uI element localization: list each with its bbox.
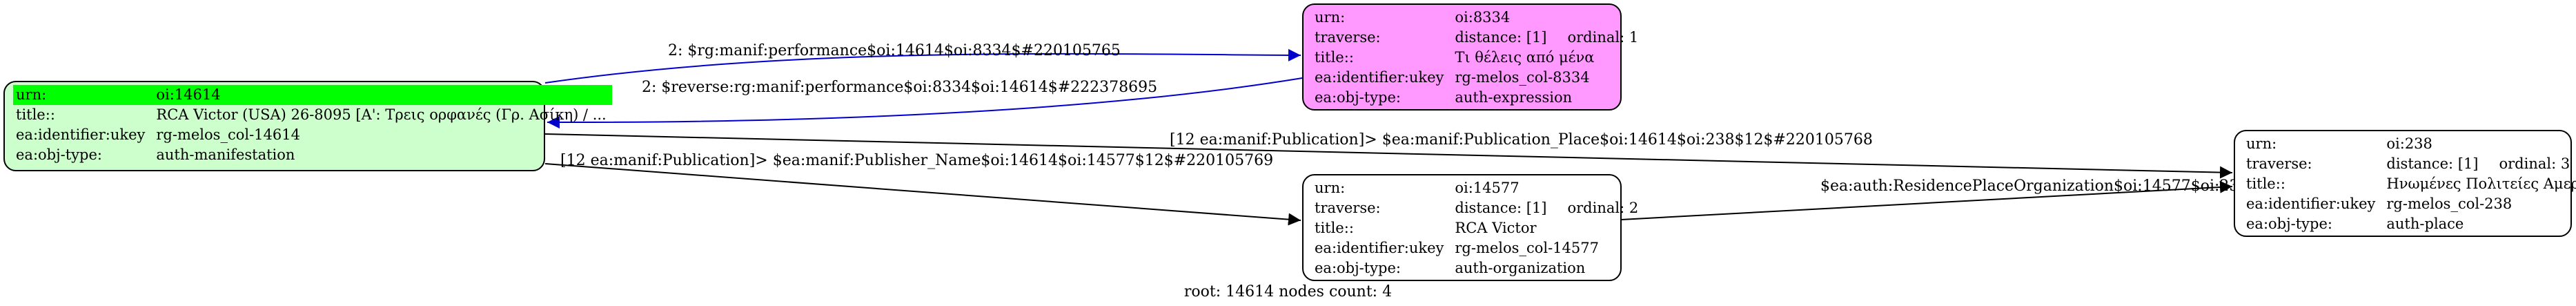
edge-residence bbox=[1620, 180, 2233, 220]
node-manif-type-row: ea:obj-type: auth-manifestation bbox=[13, 145, 612, 165]
field-value-urn: oi:14614 bbox=[150, 85, 612, 105]
field-key: ea:obj-type: bbox=[2246, 216, 2332, 232]
field-key: ea:obj-type: bbox=[1315, 260, 1401, 276]
node-org-type-row: ea:obj-type: auth-organization bbox=[1312, 258, 1644, 278]
node-org-traverse-row: traverse: distance: [1] ordinal: 2 bbox=[1312, 198, 1644, 218]
edge-label-publication-place: [12 ea:manif:Publication]> $ea:manif:Pub… bbox=[1170, 131, 1873, 149]
field-key: traverse: bbox=[2246, 155, 2312, 172]
node-manif-ukey-row: ea:identifier:ukey rg-melos_col-14614 bbox=[13, 125, 612, 145]
field-value-type: auth-organization bbox=[1455, 260, 1586, 276]
node-expr-type-row: ea:obj-type: auth-expression bbox=[1312, 88, 1644, 108]
edge-performance bbox=[544, 48, 1301, 84]
field-value-title: RCA Victor (USA) 26-8095 [A': Τρεις ορφα… bbox=[156, 106, 607, 123]
field-key: urn: bbox=[13, 85, 151, 105]
node-place-type-row: ea:obj-type: auth-place bbox=[2243, 214, 2576, 234]
edge-reverse bbox=[547, 77, 1303, 129]
node-organization[interactable]: urn: oi:14577 traverse: distance: [1] ord… bbox=[1302, 174, 1638, 281]
edge-publisher bbox=[544, 163, 1301, 226]
node-org-title-row: title:: RCA Victor bbox=[1312, 218, 1644, 238]
field-key: title:: bbox=[2246, 175, 2285, 192]
field-value-ukey: rg-melos_col-14614 bbox=[156, 126, 300, 143]
traverse-ordinal: ordinal: 2 bbox=[1567, 200, 1639, 216]
field-key: ea:obj-type: bbox=[16, 146, 102, 163]
field-key: urn: bbox=[1315, 9, 1346, 26]
field-key: title:: bbox=[1315, 220, 1354, 236]
field-value-title: Ηνωμένες Πολιτείες Αμερικής bbox=[2386, 175, 2576, 192]
node-manif-urn-row: urn: oi:14614 bbox=[13, 85, 612, 105]
node-place-urn-row: urn: oi:238 bbox=[2243, 134, 2576, 154]
traverse-distance: distance: [1] bbox=[2386, 155, 2479, 172]
field-key: title:: bbox=[16, 106, 55, 123]
field-key: urn: bbox=[1315, 180, 1346, 196]
node-place-title-row: title:: Ηνωμένες Πολιτείες Αμερικής bbox=[2243, 174, 2576, 194]
field-value-title: Τι θέλεις από μένα bbox=[1455, 49, 1595, 66]
field-value-title: RCA Victor bbox=[1455, 220, 1537, 236]
traverse-ordinal: ordinal: 3 bbox=[2499, 155, 2570, 172]
field-value-urn: oi:14577 bbox=[1455, 180, 1520, 196]
node-place[interactable]: urn: oi:238 traverse: distance: [1] ordin… bbox=[2234, 130, 2576, 237]
field-value-type: auth-place bbox=[2386, 216, 2464, 232]
graph-footer: root: 14614 nodes count: 4 bbox=[1183, 283, 1393, 300]
traverse-distance: distance: [1] bbox=[1455, 29, 1547, 46]
node-expr-title-row: title:: Τι θέλεις από μένα bbox=[1312, 48, 1644, 68]
field-key: ea:identifier:ukey bbox=[16, 126, 146, 143]
node-manifestation[interactable]: urn: oi:14614 title:: RCA Victor (USA) 2… bbox=[3, 81, 612, 171]
traverse-distance: distance: [1] bbox=[1455, 200, 1547, 216]
node-place-traverse-row: traverse: distance: [1] ordinal: 3 bbox=[2243, 154, 2576, 174]
node-manif-title-row: title:: RCA Victor (USA) 26-8095 [A': Τρ… bbox=[13, 105, 612, 125]
edge-label-publisher: [12 ea:manif:Publication]> $ea:manif:Pub… bbox=[560, 152, 1273, 169]
field-key: ea:identifier:ukey bbox=[1315, 69, 1444, 86]
field-key: title:: bbox=[1315, 49, 1354, 66]
edge-label-reverse: 2: $reverse:rg:manif:performance$oi:8334… bbox=[642, 79, 1157, 96]
node-org-ukey-row: ea:identifier:ukey rg-melos_col-14577 bbox=[1312, 238, 1644, 258]
node-place-ukey-row: ea:identifier:ukey rg-melos_col-238 bbox=[2243, 194, 2576, 214]
node-expr-ukey-row: ea:identifier:ukey rg-melos_col-8334 bbox=[1312, 68, 1644, 88]
node-expression[interactable]: urn: oi:8334 traverse: distance: [1] ordi… bbox=[1302, 3, 1638, 111]
field-value-ukey: rg-melos_col-14577 bbox=[1455, 240, 1599, 256]
field-key: ea:identifier:ukey bbox=[1315, 240, 1444, 256]
field-key: traverse: bbox=[1315, 29, 1381, 46]
node-expr-traverse-row: traverse: distance: [1] ordinal: 1 bbox=[1312, 28, 1644, 48]
node-expr-urn-row: urn: oi:8334 bbox=[1312, 8, 1644, 28]
field-value-ukey: rg-melos_col-238 bbox=[2386, 195, 2513, 212]
field-value-type: auth-manifestation bbox=[156, 146, 295, 163]
field-value-ukey: rg-melos_col-8334 bbox=[1455, 69, 1590, 86]
field-value-urn: oi:8334 bbox=[1455, 9, 1511, 26]
traverse-ordinal: ordinal: 1 bbox=[1567, 29, 1639, 46]
field-key: ea:obj-type: bbox=[1315, 89, 1401, 106]
field-key: ea:identifier:ukey bbox=[2246, 195, 2376, 212]
field-value-urn: oi:238 bbox=[2386, 135, 2432, 152]
field-key: urn: bbox=[2246, 135, 2277, 152]
node-org-urn-row: urn: oi:14577 bbox=[1312, 178, 1644, 198]
edge-label-performance: 2: $rg:manif:performance$oi:14614$oi:833… bbox=[668, 42, 1121, 59]
field-value-type: auth-expression bbox=[1455, 89, 1573, 106]
field-key: traverse: bbox=[1315, 200, 1381, 216]
